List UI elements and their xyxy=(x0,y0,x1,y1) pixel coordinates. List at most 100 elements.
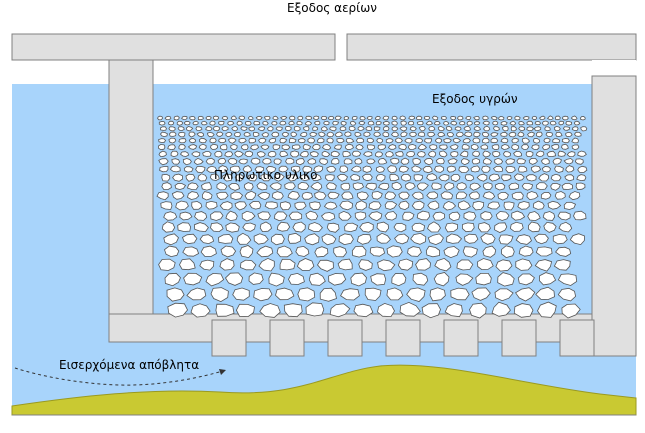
packing-stone xyxy=(225,222,240,233)
packing-stone xyxy=(454,126,462,131)
support-foot xyxy=(501,319,537,357)
packing-stone xyxy=(521,137,531,144)
packing-stone xyxy=(187,191,200,200)
packing-stone xyxy=(238,137,247,144)
packing-stone xyxy=(526,120,534,126)
packing-stone xyxy=(218,137,227,144)
packing-stone xyxy=(314,246,329,258)
packing-stone xyxy=(368,201,382,211)
packing-stone xyxy=(225,132,233,138)
packing-stone xyxy=(557,273,578,286)
packing-stone xyxy=(271,131,280,138)
packing-stone xyxy=(416,182,429,191)
packing-stone xyxy=(163,233,179,246)
packing-stone xyxy=(494,182,506,191)
support-foot xyxy=(211,319,247,357)
packing-stone xyxy=(167,302,188,318)
packing-stone xyxy=(417,143,427,151)
packing-stone xyxy=(171,191,185,200)
packing-stone xyxy=(284,182,296,191)
packing-stone xyxy=(244,120,252,126)
packing-stone xyxy=(497,191,509,201)
packing-stone xyxy=(515,234,532,245)
packing-stone xyxy=(443,246,460,259)
packing-stone xyxy=(526,126,535,132)
packing-stone xyxy=(527,221,541,233)
packing-stone xyxy=(443,138,452,144)
packing-stone xyxy=(518,165,528,173)
packing-stone xyxy=(344,131,352,137)
packing-stone xyxy=(197,115,204,120)
packing-stone xyxy=(500,131,508,137)
packing-stone xyxy=(531,144,540,151)
packing-stone xyxy=(168,137,177,144)
right-top-cap xyxy=(592,60,636,65)
packing-stone xyxy=(402,211,415,221)
packing-stone xyxy=(330,150,341,158)
packing-stone xyxy=(318,131,326,137)
packing-stone xyxy=(326,222,340,233)
packing-stone xyxy=(561,303,581,319)
packing-stone xyxy=(412,157,422,165)
packing-stone xyxy=(472,137,481,144)
packing-stone xyxy=(506,116,513,121)
packing-stone xyxy=(334,115,342,121)
packing-stone xyxy=(297,287,316,302)
packing-stone xyxy=(257,151,266,158)
packing-stone xyxy=(345,137,355,144)
packing-stone xyxy=(297,138,306,144)
packing-stone xyxy=(172,173,184,182)
packing-stone xyxy=(267,125,274,132)
packing-stone xyxy=(185,126,194,132)
packing-stone xyxy=(296,258,315,271)
packing-stone xyxy=(425,120,433,126)
packing-stone xyxy=(553,125,561,132)
packing-stone xyxy=(561,143,569,150)
packing-stone xyxy=(216,191,229,200)
packing-stone xyxy=(354,158,363,165)
packing-stone xyxy=(501,125,509,132)
packing-stone xyxy=(320,212,336,221)
packing-stone xyxy=(241,210,256,222)
packing-stone xyxy=(366,115,373,120)
packing-stone xyxy=(351,150,362,157)
packing-stone xyxy=(276,221,291,232)
packing-stone xyxy=(366,158,376,165)
packing-stone xyxy=(309,151,319,158)
sediment-layer xyxy=(11,364,637,416)
packing-stone xyxy=(295,245,310,257)
packing-stone xyxy=(355,144,364,151)
packing-stone xyxy=(526,131,535,138)
packing-stone xyxy=(428,125,436,132)
packing-stone xyxy=(534,120,541,126)
packing-stone xyxy=(333,144,342,150)
packing-stone xyxy=(321,150,331,157)
packing-stone xyxy=(253,121,261,126)
packing-stone xyxy=(323,201,338,210)
packing-stone xyxy=(358,121,366,126)
packing-stone xyxy=(179,211,193,221)
packing-stone xyxy=(329,126,337,132)
packing-stone xyxy=(236,120,243,126)
packing-stone xyxy=(373,131,382,137)
packing-stone xyxy=(168,131,177,137)
packing-stone xyxy=(219,144,228,151)
packing-stone xyxy=(463,131,473,138)
packing-stone xyxy=(580,126,588,132)
packing-stone xyxy=(411,165,423,173)
packing-stone xyxy=(552,138,561,144)
packing-stone xyxy=(443,182,455,191)
packing-stone xyxy=(179,151,190,157)
packing-stone xyxy=(161,173,171,182)
packing-stone xyxy=(532,138,541,144)
packing-stone xyxy=(276,245,293,258)
packing-stone xyxy=(542,211,556,221)
packing-stone xyxy=(250,144,259,151)
packing-stone xyxy=(310,173,322,181)
packing-stone xyxy=(212,115,220,121)
packing-stone xyxy=(198,143,207,150)
packing-stone xyxy=(342,150,351,158)
packing-stone xyxy=(159,131,168,138)
top-cover-left xyxy=(11,33,336,61)
packing-stone xyxy=(494,288,514,302)
